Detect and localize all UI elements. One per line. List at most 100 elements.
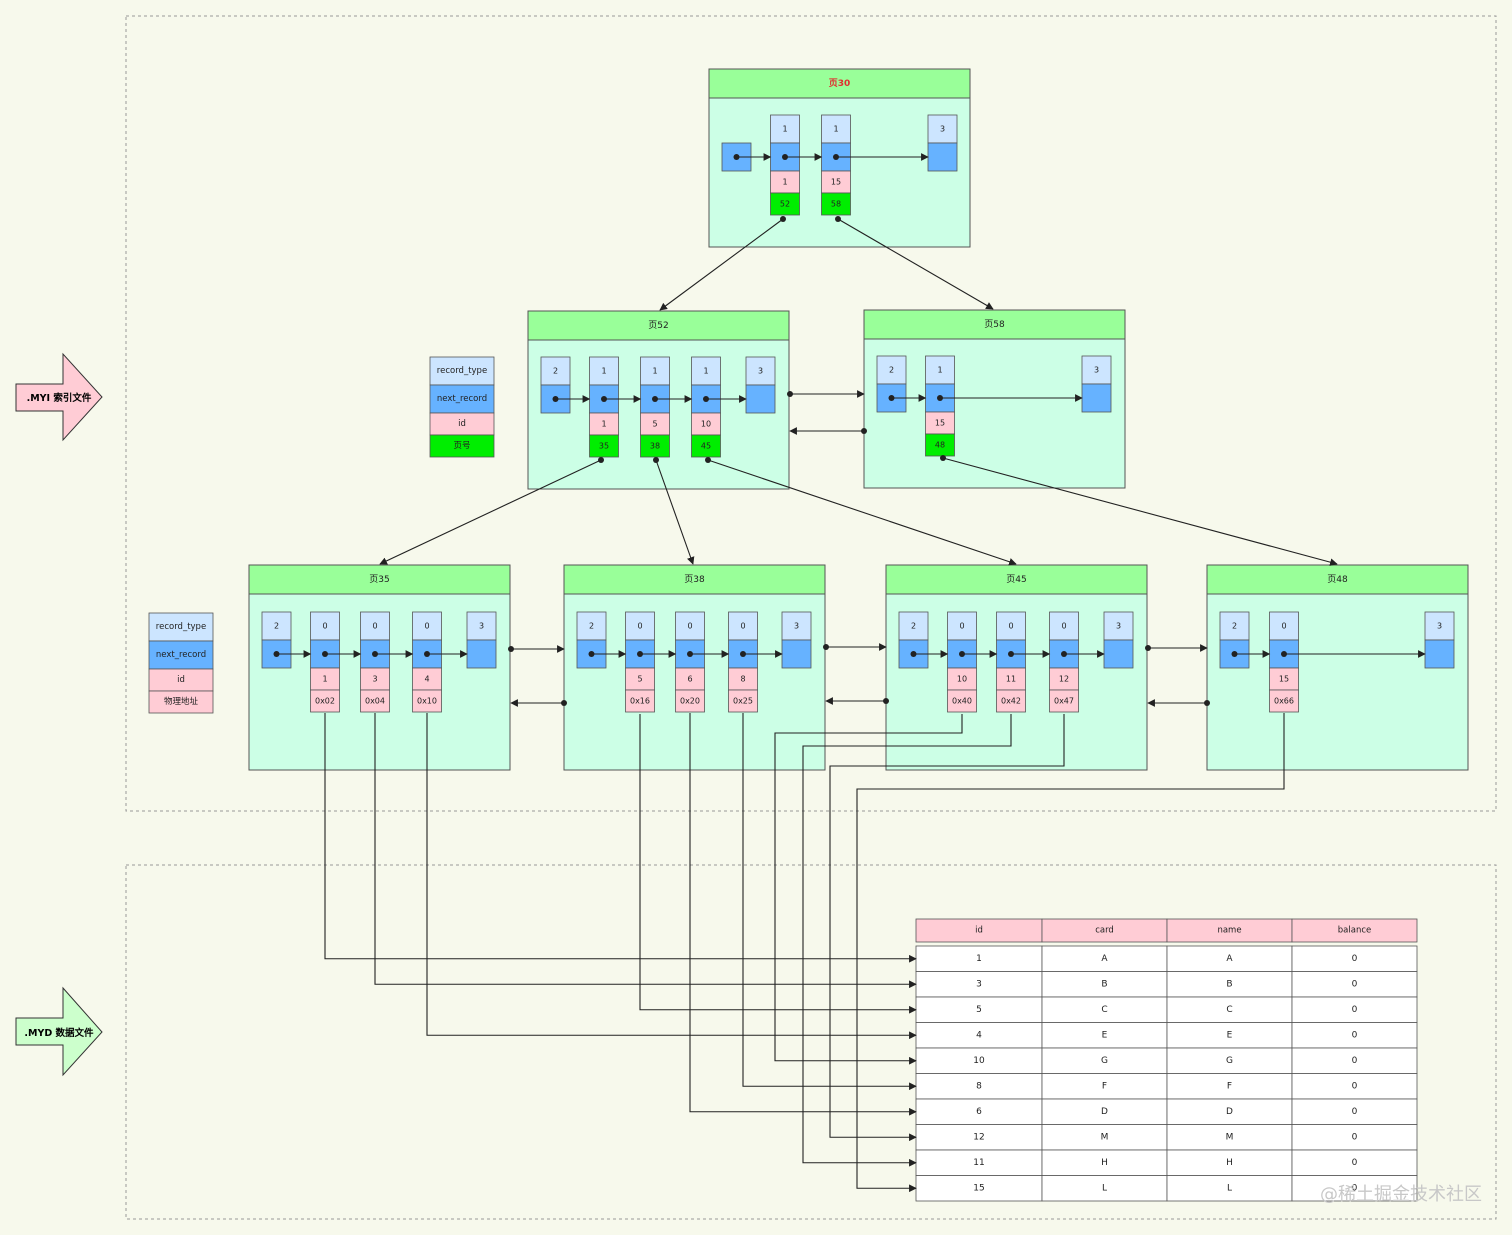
table-cell: 6	[915, 1098, 1043, 1125]
record-id-cell: 3	[360, 667, 390, 691]
legend-internal-row-1: next_record	[429, 384, 495, 414]
record-address-cell-box	[360, 689, 390, 713]
legend-internal-row-2: id	[429, 412, 495, 436]
pointer-dot	[861, 428, 867, 434]
record-address-cell-box	[412, 689, 442, 713]
table-cell: A	[1041, 945, 1168, 972]
record-id-cell: 6	[675, 667, 705, 691]
table-cell-box	[1291, 996, 1418, 1023]
record: 0 12 0x47	[1049, 611, 1079, 713]
supremum-next-cell-box	[1424, 639, 1455, 669]
supremum-type-cell-text: 3	[940, 125, 945, 134]
table-cell-box	[1166, 1047, 1293, 1074]
table-cell-text: 1	[976, 954, 982, 964]
table-cell-text: F	[1102, 1081, 1107, 1091]
record-id-cell-text: 1	[782, 178, 787, 187]
record-id-cell: 10	[691, 412, 721, 436]
record-type-cell-box	[1049, 611, 1079, 641]
table-cell-text: A	[1226, 954, 1233, 964]
record-id-cell: 12	[1049, 667, 1079, 691]
supremum-next-cell	[466, 639, 497, 669]
record-id-cell: 4	[412, 667, 442, 691]
pointer-dot	[1145, 645, 1151, 651]
record-type-cell-text: 0	[372, 622, 377, 631]
myi-file-label: .MYI 索引文件	[27, 392, 92, 404]
page-title: 页38	[684, 574, 705, 585]
record-page-cell-text: 35	[599, 442, 609, 451]
record-id-cell: 11	[996, 667, 1026, 691]
table-cell-text: 5	[976, 1005, 982, 1015]
record-type-cell: 0	[310, 611, 340, 641]
record-type-cell-text: 0	[424, 622, 429, 631]
myi-section-frame	[125, 15, 1497, 812]
table-cell: 0	[1291, 1022, 1418, 1049]
record-type-cell-box	[412, 611, 442, 641]
table-cell-text: 0	[1352, 1158, 1358, 1168]
table-cell-box	[1041, 1073, 1168, 1100]
record-id-cell-text: 11	[1006, 675, 1016, 684]
legend-internal-row-0: record_type	[429, 356, 495, 386]
legend-leaf-row-1-text: next_record	[156, 650, 206, 660]
table-cell: D	[1041, 1098, 1168, 1125]
table-cell-text: 0	[1352, 979, 1358, 989]
supremum-type-cell: 3	[781, 611, 812, 641]
table-cell-box	[915, 945, 1043, 972]
record-id-cell: 15	[821, 170, 851, 194]
pointer-dot	[561, 700, 567, 706]
infimum-type-cell-text: 2	[274, 622, 279, 631]
record-id-cell-text: 12	[1059, 675, 1069, 684]
record-address-cell: 0x47	[1049, 689, 1079, 713]
record-address-cell-text: 0x66	[1274, 697, 1294, 706]
infimum-type-cell-box	[261, 611, 292, 641]
myd-file-arrow: .MYD 数据文件	[15, 986, 103, 1077]
record-page-cell-box	[589, 434, 619, 458]
record-address-cell-text: 0x47	[1054, 697, 1074, 706]
record-type-cell: 0	[412, 611, 442, 641]
record-address-cell-box	[675, 689, 705, 713]
table-cell-text: H	[1226, 1158, 1233, 1168]
table-cell-text: 15	[973, 1183, 984, 1193]
table-cell-text: L	[1227, 1183, 1232, 1193]
table-cell-box	[915, 1047, 1043, 1074]
page-title: 页52	[648, 320, 668, 331]
record-page-cell: 35	[589, 434, 619, 458]
supremum-next-cell-box	[1103, 639, 1134, 669]
record-page-cell-text: 38	[650, 442, 660, 451]
record-address-cell: 0x25	[728, 689, 758, 713]
table-header-card-text: card	[1095, 926, 1114, 936]
record-address-cell: 0x02	[310, 689, 340, 713]
supremum-next-cell	[1424, 639, 1455, 669]
infimum-type-cell: 2	[1219, 611, 1250, 641]
record-type-cell-box	[691, 356, 721, 386]
table-cell-box	[1291, 1124, 1418, 1151]
record-page-cell-box	[640, 434, 670, 458]
supremum-next-cell	[1103, 639, 1134, 669]
table-cell-box	[1291, 1098, 1418, 1125]
table-cell: 11	[915, 1149, 1043, 1176]
record-type-cell-text: 0	[1061, 622, 1066, 631]
record-page-cell-text: 45	[701, 442, 711, 451]
page-title: 页58	[984, 319, 1005, 330]
record-address-cell-box	[310, 689, 340, 713]
table-cell-text: 0	[1352, 954, 1358, 964]
page-header	[863, 309, 1126, 340]
table-header-balance-box	[1291, 918, 1418, 943]
supremum-type-cell: 3	[1081, 355, 1112, 385]
supremum-next-cell-box	[1081, 383, 1112, 413]
record-type-cell: 0	[947, 611, 977, 641]
record-id-cell: 10	[947, 667, 977, 691]
supremum-type-cell-box	[745, 356, 776, 386]
table-cell-text: 8	[976, 1081, 982, 1091]
table-cell: 8	[915, 1073, 1043, 1100]
table-cell-text: B	[1101, 979, 1107, 989]
